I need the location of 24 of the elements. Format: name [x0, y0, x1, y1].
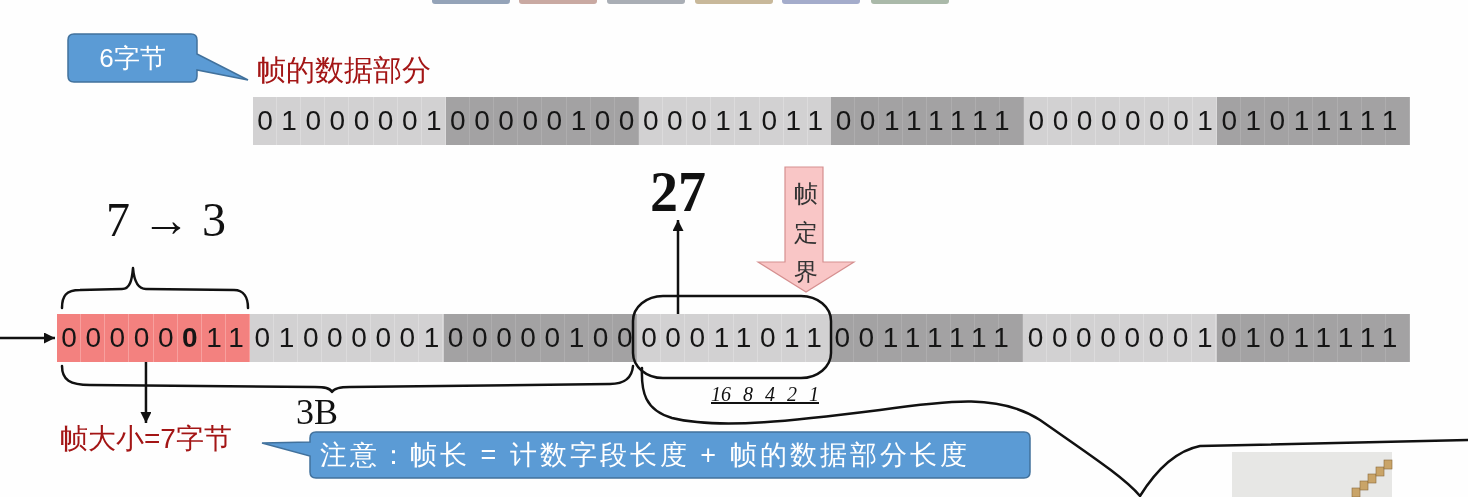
- bit-field: 00011011: [638, 97, 832, 145]
- handwritten-number: 27: [650, 164, 706, 220]
- bit-field: 01011111: [1216, 314, 1410, 362]
- bit-field: 01000001: [250, 314, 444, 362]
- callout-bubble: 注意：帧长 = 计数字段长度 + 帧的数据部分长度: [260, 430, 1032, 480]
- section-label: 帧的数据部分: [257, 55, 431, 87]
- block-arrow: 帧定界: [756, 166, 856, 294]
- bit-field: 00011011: [636, 314, 831, 362]
- arrow: [140, 362, 152, 423]
- bit-field: 00000001: [1024, 97, 1218, 145]
- bit-field: 00000100: [443, 314, 637, 362]
- bit-field: 00000001: [1023, 314, 1217, 362]
- bit-field: 01000001: [253, 97, 446, 145]
- bit-field: 00111111: [830, 314, 1024, 362]
- bit-field: 00000100: [445, 97, 639, 145]
- bit-field: 01011111: [1217, 97, 1410, 145]
- callout-bubble: 6字节: [66, 32, 250, 84]
- handwritten-note: 16 8 4 2 1: [711, 383, 819, 405]
- arrow: [672, 220, 684, 314]
- bit-field: 00111111: [831, 97, 1025, 145]
- handwritten-note: 3B: [296, 393, 338, 433]
- arrow: [0, 332, 55, 344]
- handwritten-note: 7 → 3: [106, 194, 226, 247]
- annotation-text: 帧大小=7字节: [60, 423, 232, 456]
